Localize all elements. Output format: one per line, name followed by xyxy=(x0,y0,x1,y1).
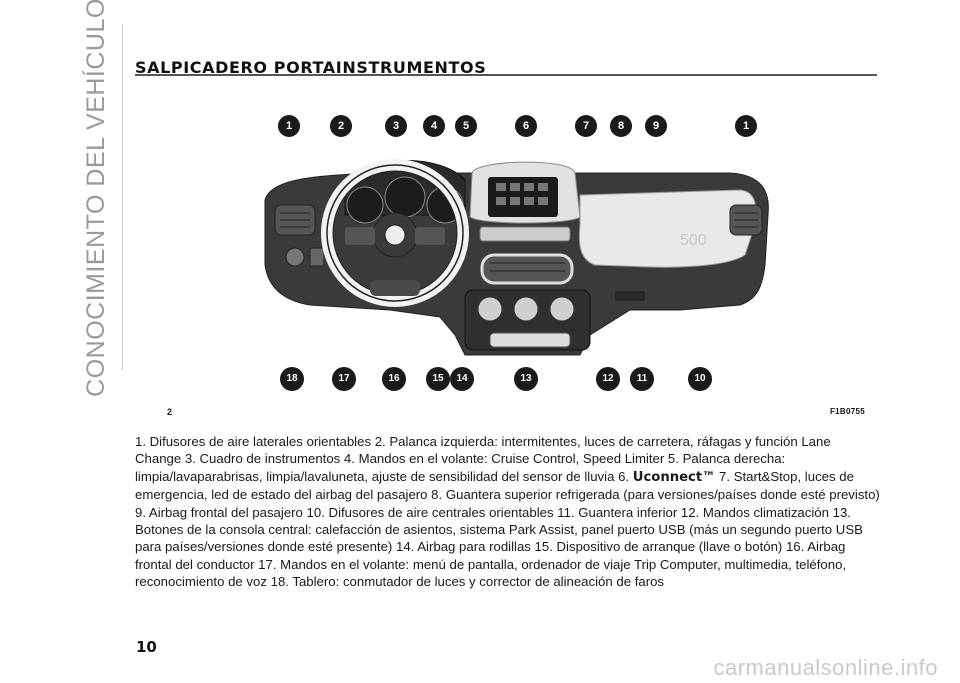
callout-10: 10 xyxy=(688,367,712,391)
dashboard-illustration: 500 xyxy=(264,159,769,356)
chapter-side-label-text: CONOCIMIENTO DEL VEHÍCULO xyxy=(81,0,110,397)
callout-8: 8 xyxy=(610,115,632,137)
callout-6: 6 xyxy=(515,115,537,137)
callout-11: 11 xyxy=(630,367,654,391)
callout-3: 3 xyxy=(385,115,407,137)
callout-5: 5 xyxy=(455,115,477,137)
callout-2: 2 xyxy=(330,115,352,137)
callout-13: 13 xyxy=(514,367,538,391)
figure-number: 2 xyxy=(167,407,173,417)
callout-16: 16 xyxy=(382,367,406,391)
caption-part-2: 7. Start&Stop, luces de emergencia, led … xyxy=(135,468,880,590)
callout-17: 17 xyxy=(332,367,356,391)
badge-500: 500 xyxy=(680,232,707,249)
callout-12: 12 xyxy=(596,367,620,391)
chapter-divider xyxy=(122,24,123,370)
figure-caption: 1. Difusores de aire laterales orientabl… xyxy=(135,433,880,591)
callout-1: 1 xyxy=(278,115,300,137)
figure-code: F1B0755 xyxy=(830,407,866,416)
title-rule xyxy=(135,74,877,76)
callout-1b: 1 xyxy=(735,115,757,137)
callout-18: 18 xyxy=(280,367,304,391)
callout-14: 14 xyxy=(450,367,474,391)
callout-15: 15 xyxy=(426,367,450,391)
chapter-side-label: CONOCIMIENTO DEL VEHÍCULO xyxy=(76,0,116,397)
caption-part-1: 1. Difusores de aire laterales orientabl… xyxy=(135,434,831,484)
section-title: SALPICADERO PORTAINSTRUMENTOS xyxy=(135,58,487,77)
callout-4: 4 xyxy=(423,115,445,137)
caption-brand: Uconnect™ xyxy=(632,469,716,485)
dashboard-figure: 500 xyxy=(250,105,790,405)
page-number: 10 xyxy=(136,638,157,656)
callout-7: 7 xyxy=(575,115,597,137)
callout-9: 9 xyxy=(645,115,667,137)
watermark: carmanualsonline.info xyxy=(713,655,938,680)
